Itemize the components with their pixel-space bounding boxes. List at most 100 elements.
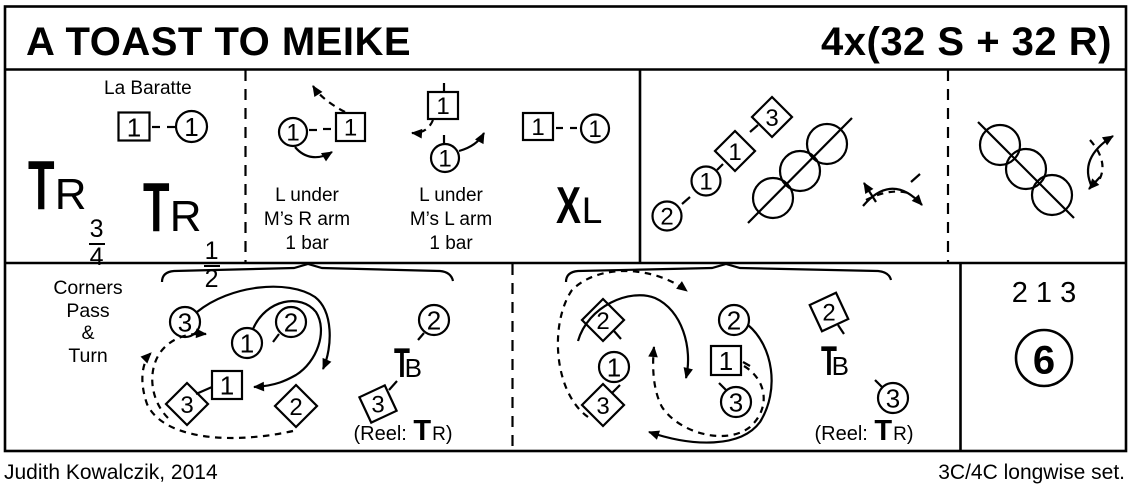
turn-ring	[751, 176, 795, 220]
deviser-credit: Judith Kowalczik, 2014	[4, 461, 218, 484]
caption-line: L under	[419, 185, 483, 206]
woman-circle-1	[230, 326, 264, 360]
woman-circle-label: 3	[178, 307, 192, 337]
solid-loop-arrow	[196, 285, 332, 370]
cell-diagonal-lead: 2 1 1 3	[651, 95, 923, 232]
woman-circle-1	[690, 165, 722, 197]
diamond-label: 3	[180, 392, 193, 419]
woman-circle-label: 1	[607, 352, 621, 382]
man-box-1	[334, 111, 367, 143]
woman-circle-1	[174, 109, 209, 144]
bond-dash	[716, 163, 724, 171]
facing-tick	[742, 361, 751, 367]
woman-circle-label: 2	[727, 305, 741, 335]
fraction-numerator: 1	[204, 237, 219, 265]
dashed-loop-arrow	[151, 328, 207, 419]
tilted-box-3	[357, 383, 399, 425]
woman-circle-3	[719, 385, 753, 419]
woman-circle-label: 3	[886, 383, 900, 413]
turn-ring	[805, 122, 849, 166]
turn-hand: R	[169, 192, 202, 241]
man-box-label: 1	[344, 115, 357, 142]
dashed-loop-arrow	[140, 352, 294, 440]
turn-ring	[1004, 147, 1048, 191]
turn-symbol: T	[143, 168, 170, 246]
man-box-label: 1	[436, 93, 449, 120]
finish-order: 2 1 3	[1011, 277, 1077, 309]
dashed-arrow	[312, 85, 346, 113]
woman-circle-label: 1	[286, 120, 299, 147]
fraction-denominator: 2	[204, 265, 219, 294]
cross-symbol: X	[556, 177, 581, 235]
underarm-caption-1: L under M’s R arm 1 bar	[247, 184, 367, 256]
caption-line: 1 bar	[429, 233, 473, 254]
outer-border	[3, 5, 1128, 453]
woman-circle-label: 2	[660, 204, 673, 231]
solid-arrow	[294, 146, 333, 162]
woman-circle-2	[274, 305, 308, 339]
frame	[3, 5, 1128, 453]
heading-line: Turn	[68, 344, 108, 367]
diamond-label: 1	[728, 139, 741, 166]
turn-hand: B	[831, 351, 849, 381]
fraction-bar	[88, 242, 105, 246]
bond-dash	[749, 124, 759, 133]
man-box-label: 1	[127, 112, 141, 142]
woman-circle-label: 2	[427, 305, 441, 335]
turn-both-hands: TB	[821, 340, 849, 382]
cross-hand: L	[581, 190, 603, 231]
solid-cross-arrow	[863, 182, 877, 203]
woman-circle-3	[168, 305, 202, 339]
heading-line: Pass	[66, 299, 110, 322]
bars-count: 6	[1033, 338, 1055, 382]
man-box-1	[521, 111, 555, 142]
facing-tick	[718, 382, 727, 391]
tilted-box-label: 3	[371, 392, 384, 419]
diagonal-axis	[977, 121, 1075, 219]
man-box-label: 1	[220, 370, 234, 400]
facing-tick	[837, 324, 845, 335]
diamond-3	[750, 95, 794, 139]
facing-tick	[613, 330, 622, 340]
woman-circle-label: 1	[588, 116, 601, 143]
woman-circle-label: 1	[184, 112, 198, 142]
reel-note: (Reel: TR)	[345, 417, 461, 449]
cell-la-baratte: 1 1	[117, 109, 209, 144]
diamond-1	[713, 129, 757, 173]
woman-circle-1	[579, 113, 611, 144]
woman-circle-2	[651, 200, 683, 232]
man-box-1	[426, 90, 460, 121]
dashed-arrow	[411, 119, 435, 139]
heading-line: &	[81, 322, 95, 344]
figure-name-corners: Corners Pass & Turn	[38, 277, 138, 367]
solid-cross-arrow	[862, 187, 923, 207]
reel-suffix: )	[906, 423, 914, 445]
turn-symbol: T	[394, 339, 410, 386]
turn-symbol: T	[821, 337, 837, 384]
reel-prefix: (Reel:	[353, 423, 407, 445]
solid-loop-arrow	[251, 300, 322, 392]
reel-note: (Reel: TR)	[805, 417, 923, 449]
woman-circle-1	[429, 142, 461, 174]
woman-circle-1	[597, 350, 631, 384]
solid-loop-arrow	[576, 294, 693, 379]
cell-underarm-turns: 1 1 1 1 1 1	[277, 83, 611, 174]
facing-tick	[195, 385, 213, 396]
dance-title: A TOAST TO MEIKE	[26, 20, 412, 64]
facing-tick	[611, 384, 621, 394]
turn-symbol: T	[413, 415, 432, 447]
solid-arrow	[458, 132, 485, 153]
woman-circle-label: 3	[729, 387, 743, 417]
diamond-label: 2	[596, 308, 609, 335]
turn-ring	[978, 123, 1022, 167]
turn-hand: R	[893, 424, 907, 445]
diamond-3	[580, 382, 626, 428]
man-box-1	[709, 344, 743, 377]
caption-line: 1 bar	[285, 233, 329, 254]
man-box-1	[210, 369, 244, 401]
diamond-label: 3	[596, 393, 609, 420]
turn-hand: R	[54, 170, 87, 219]
facing-tick	[272, 333, 280, 343]
